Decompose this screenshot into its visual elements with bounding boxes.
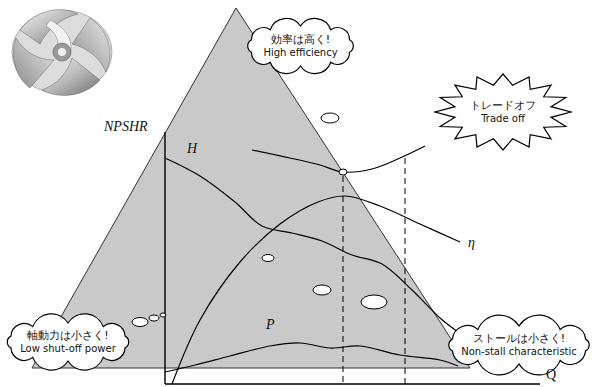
starburst-outline: [435, 74, 571, 150]
impeller-image: [12, 10, 112, 96]
curve-label: NPSHR: [104, 120, 148, 134]
axis-label: Q: [546, 368, 556, 382]
callout-content: トレードオフTrade off: [435, 74, 571, 150]
curve-label: P: [266, 318, 275, 332]
callout-subtext: Low shut-off power: [20, 343, 116, 355]
callout-cloud: 軸動力は小さく!Low shut-off power: [2, 317, 134, 367]
cloud-outline: [248, 18, 354, 73]
callout-subtext: Trade off: [481, 113, 525, 125]
callout-content: 軸動力は小さく!Low shut-off power: [2, 317, 134, 367]
efficiency-curve: [172, 196, 460, 384]
dashed-line: [343, 176, 344, 384]
dashed-line: [405, 158, 406, 384]
y-axis: [164, 132, 165, 384]
callout-cloud: ストールは小さく!Non-stall characteristic: [443, 320, 595, 370]
callout-subtext: Non-stall characteristic: [461, 346, 577, 358]
power-curve: [165, 343, 458, 372]
head-curve: [165, 158, 458, 332]
curve-label: H: [187, 142, 197, 156]
thought-bubbles: [132, 113, 387, 327]
callout-heading: 軸動力は小さく!: [27, 329, 108, 342]
callout-content: 効率は高く!High efficiency: [243, 20, 358, 72]
triangle-region: [32, 8, 470, 368]
callout-subtext: High efficiency: [263, 47, 337, 59]
callout-content: ストールは小さく!Non-stall characteristic: [443, 320, 595, 370]
callout-heading: 効率は高く!: [271, 33, 330, 46]
npshr-curve: [252, 146, 425, 172]
cloud-outline: [449, 315, 589, 375]
curve-label: η: [468, 236, 475, 250]
callout-cloud: 効率は高く!High efficiency: [243, 20, 358, 72]
performance-curves: [165, 146, 460, 384]
cloud-outline: [7, 314, 128, 370]
callout-heading: トレードオフ: [470, 99, 536, 112]
x-axis: [165, 383, 540, 384]
callout-heading: ストールは小さく!: [473, 332, 565, 345]
callout-starburst: トレードオフTrade off: [435, 74, 571, 150]
